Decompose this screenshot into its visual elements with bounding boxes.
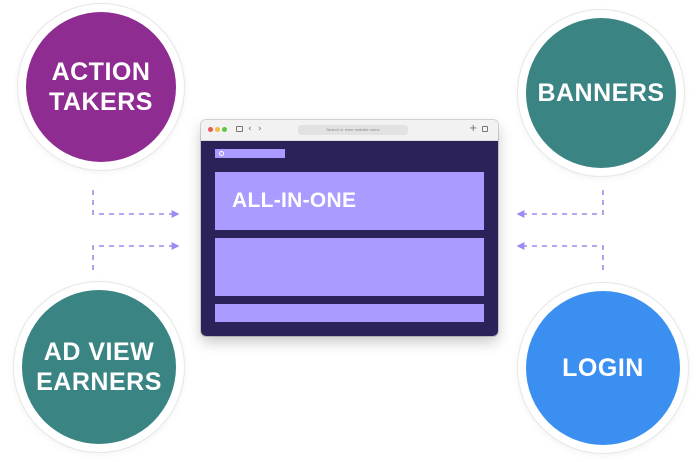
node-action-takers: ACTION TAKERS (18, 4, 184, 170)
connector-ad-view-earners (92, 242, 180, 270)
forward-icon[interactable]: › (258, 124, 262, 134)
node-ad-view-earners-circle: AD VIEW EARNERS (22, 290, 176, 444)
sidebar-icon[interactable] (236, 126, 243, 132)
node-login: LOGIN (518, 283, 688, 453)
address-bar[interactable]: Search or enter website name (298, 125, 408, 135)
minimize-window-icon[interactable] (215, 127, 220, 132)
browser-toolbar: ‹ › Search or enter website name + (201, 120, 498, 141)
tabs-overview-icon[interactable] (482, 126, 488, 132)
node-banners-circle: BANNERS (526, 18, 676, 168)
site-logo-bar (215, 149, 285, 158)
node-action-takers-circle: ACTION TAKERS (26, 12, 176, 162)
hero-block: ALL-IN-ONE (215, 172, 484, 230)
node-ad-view-earners: AD VIEW EARNERS (14, 282, 184, 452)
connector-login (516, 242, 604, 270)
connector-action-takers (92, 190, 180, 218)
browser-page: ALL-IN-ONE (201, 141, 498, 336)
browser-window: ‹ › Search or enter website name + ALL-I… (201, 120, 498, 336)
logo-icon (219, 151, 224, 156)
address-bar-placeholder: Search or enter website name (326, 127, 380, 132)
content-block (215, 238, 484, 296)
footer-block (215, 304, 484, 322)
hero-title: ALL-IN-ONE (232, 189, 357, 212)
new-tab-icon[interactable]: + (469, 123, 478, 134)
close-window-icon[interactable] (208, 127, 213, 132)
connector-banners (516, 190, 604, 218)
back-icon[interactable]: ‹ (248, 124, 252, 134)
maximize-window-icon[interactable] (222, 127, 227, 132)
node-login-circle: LOGIN (526, 291, 680, 445)
node-banners: BANNERS (518, 10, 684, 176)
